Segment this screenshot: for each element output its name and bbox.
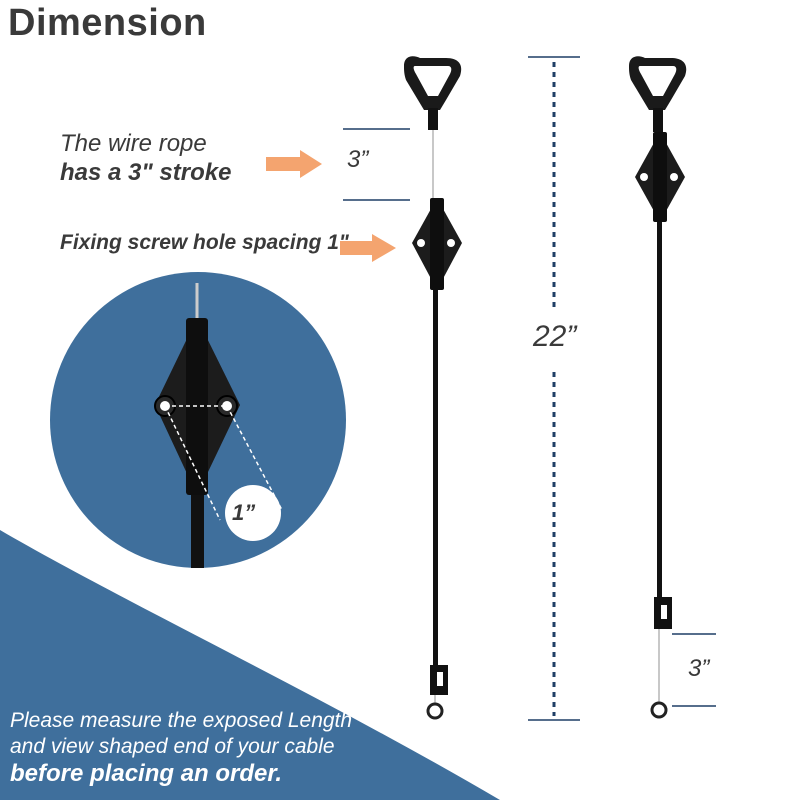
page-title: Dimension bbox=[8, 2, 207, 44]
footer-line1: Please measure the exposed Length bbox=[10, 709, 353, 732]
footer-line2: and view shaped end of your cable bbox=[10, 734, 335, 758]
footer-background bbox=[0, 530, 500, 800]
stroke-top-label: 3” bbox=[347, 146, 369, 173]
zoom-circle bbox=[50, 272, 346, 568]
screw-spacing-callout: Fixing screw hole spacing 1" bbox=[60, 231, 349, 254]
stroke-bottom-label: 3” bbox=[688, 655, 710, 682]
arrow-icon-spacing bbox=[340, 234, 396, 262]
footer-note: Please measure the exposed Length and vi… bbox=[10, 708, 352, 788]
stroke-callout: The wire rope has a 3" stroke bbox=[60, 130, 231, 188]
cable-left bbox=[404, 56, 462, 720]
cable-right bbox=[629, 56, 687, 719]
stroke-callout-line2: has a 3" stroke bbox=[60, 158, 232, 186]
hole-spacing-label: 1” bbox=[232, 500, 256, 525]
stroke-dimension-bottom bbox=[672, 633, 716, 707]
stroke-callout-line1: The wire rope bbox=[60, 130, 207, 157]
arrow-icon-stroke bbox=[266, 150, 322, 178]
footer-line3: before placing an order. bbox=[10, 760, 283, 788]
total-length-label: 22” bbox=[533, 320, 577, 353]
stroke-dimension-top bbox=[343, 128, 410, 201]
length-dimension bbox=[528, 56, 580, 721]
